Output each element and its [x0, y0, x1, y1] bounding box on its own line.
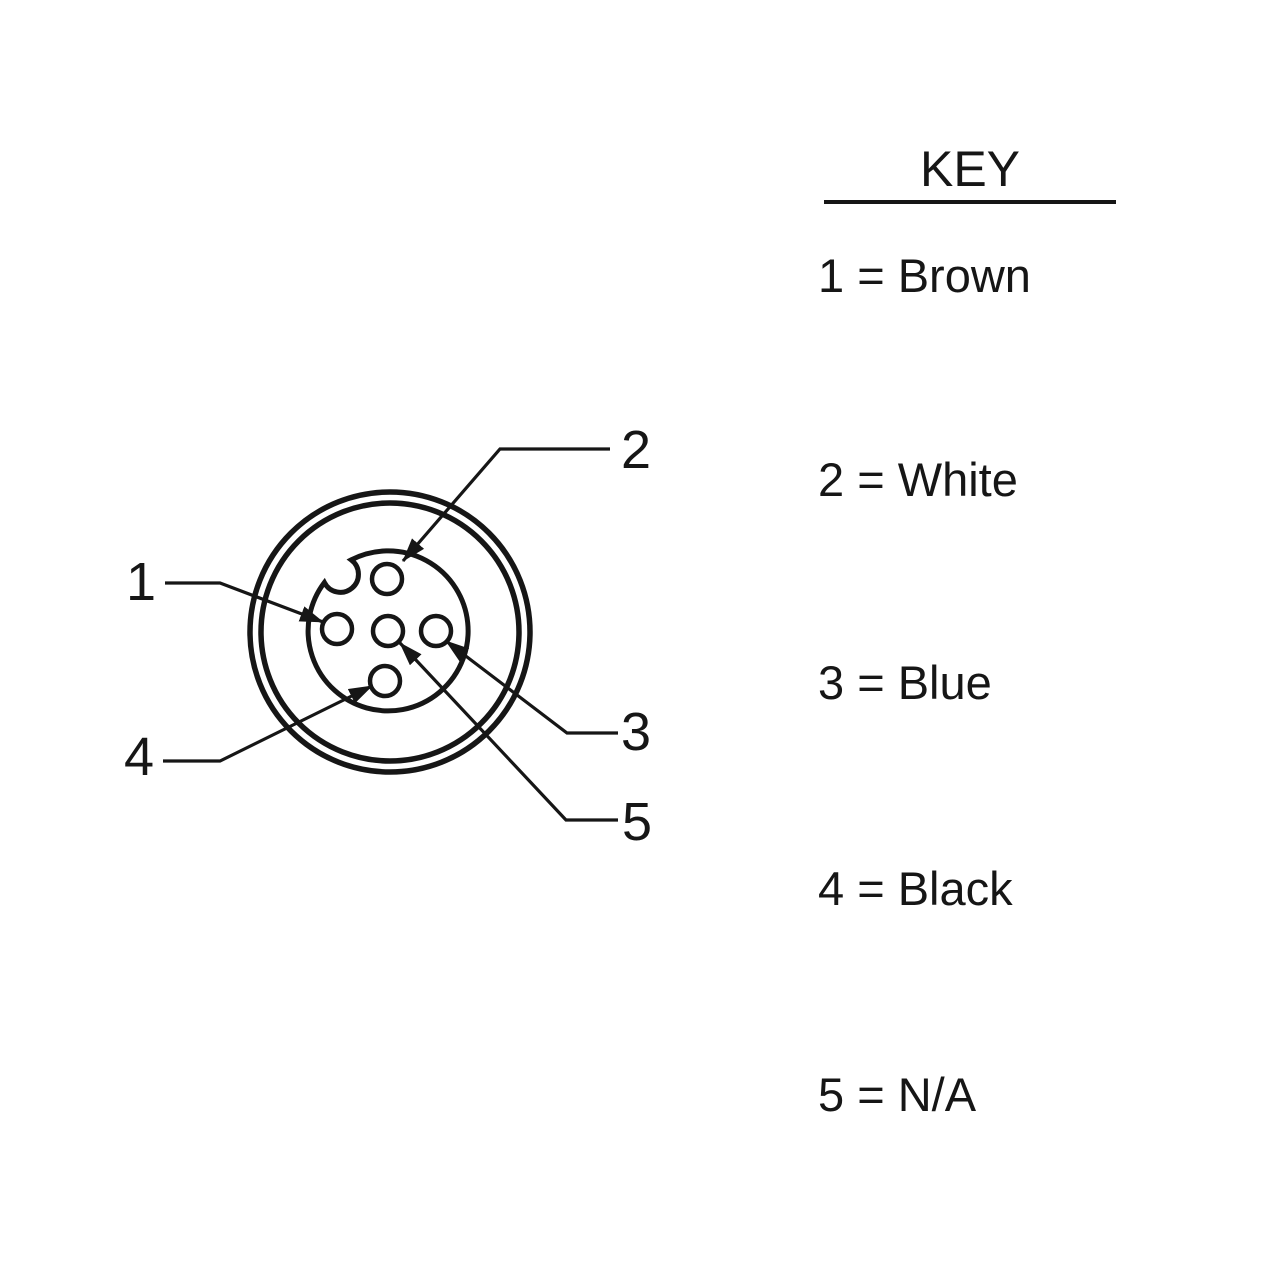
outer-ring — [247, 489, 533, 775]
leader-line-pin-2 — [401, 447, 610, 563]
callout-labels: 1 2 3 4 5 — [124, 420, 652, 852]
leader-line-pin-4 — [163, 684, 373, 763]
callout-label-pin-4: 4 — [124, 727, 154, 787]
leader-line-pin-1 — [165, 581, 324, 624]
callout-label-pin-2: 2 — [621, 420, 651, 480]
coupling-ring — [258, 500, 522, 764]
leader-line-pin-3 — [445, 639, 618, 735]
pin-4 — [367, 663, 403, 699]
callout-leaders — [163, 447, 618, 822]
callout-label-pin-1: 1 — [126, 552, 156, 612]
keyed-insert-outline — [305, 548, 471, 714]
connector-face — [247, 489, 533, 775]
leader-line-pin-5 — [398, 641, 618, 822]
pin-1 — [319, 611, 355, 647]
callout-label-pin-5: 5 — [622, 792, 652, 852]
pin-3 — [418, 613, 454, 649]
pin-5 — [370, 613, 406, 649]
callout-label-pin-3: 3 — [621, 702, 651, 762]
pin-2 — [369, 561, 405, 597]
